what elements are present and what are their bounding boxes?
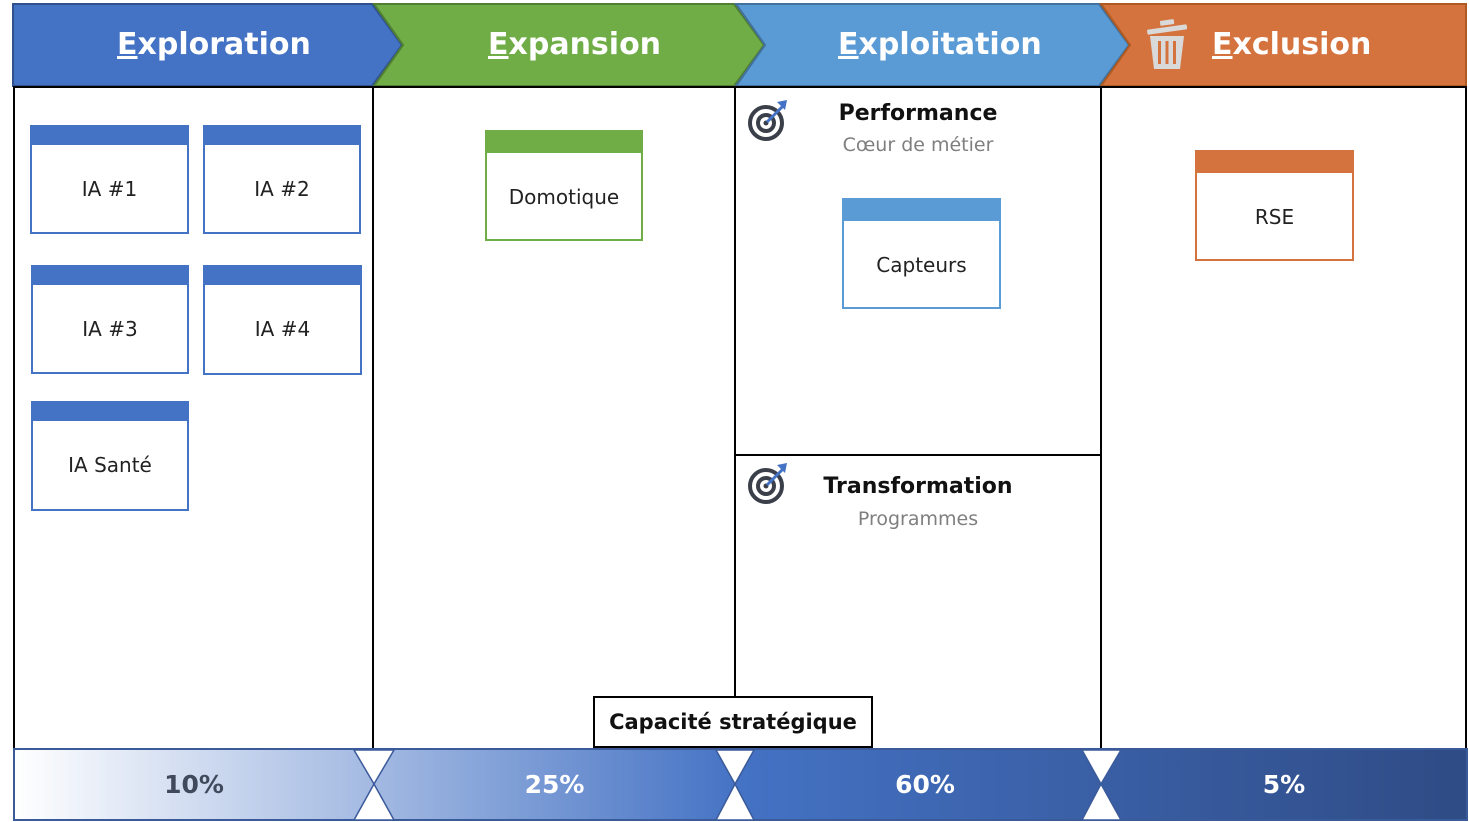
- phase-title-exclusion: Exclusion: [1212, 27, 1372, 62]
- card-label: RSE: [1254, 204, 1295, 229]
- card-ia-3[interactable]: IA #3: [31, 265, 189, 374]
- performance-title: Performance: [838, 101, 998, 126]
- card-ia-1[interactable]: IA #1: [30, 125, 189, 234]
- card-ia-2[interactable]: IA #2: [203, 125, 361, 234]
- card-label: IA Santé: [68, 453, 152, 477]
- capacity-segment-exploitation: 60%: [895, 770, 955, 799]
- card-header-bar: [204, 126, 360, 145]
- card-header-bar: [32, 266, 188, 285]
- card-ia-4[interactable]: IA #4: [203, 265, 362, 375]
- card-label: IA #3: [82, 316, 138, 341]
- capacity-segment-exploration: 10%: [164, 770, 224, 799]
- phase-exploration-chevron[interactable]: [12, 3, 404, 87]
- card-label: Domotique: [508, 184, 620, 209]
- performance-subtitle: Cœur de métier: [842, 134, 994, 156]
- phase-header: [12, 3, 1467, 87]
- card-ia-sante[interactable]: IA Santé: [31, 401, 189, 511]
- target-arrow-icon: [748, 463, 787, 504]
- card-capteurs[interactable]: Capteurs: [842, 198, 1001, 309]
- transformation-subtitle: Programmes: [857, 508, 979, 530]
- card-label: IA #1: [81, 176, 138, 201]
- capacity-divider: [352, 749, 396, 821]
- capacity-bar: [13, 748, 1468, 821]
- capacity-label: Capacité stratégique: [593, 696, 873, 748]
- card-domotique[interactable]: Domotique: [485, 130, 643, 241]
- capacity-segment-expansion: 25%: [524, 770, 585, 799]
- capacity-segment-exclusion: 5%: [1262, 770, 1306, 799]
- card-header-bar: [486, 131, 642, 153]
- card-header-bar: [1196, 151, 1353, 173]
- card-header-bar: [204, 266, 361, 285]
- card-label: Capteurs: [876, 252, 967, 277]
- capacity-divider: [714, 749, 756, 821]
- card-header-bar: [31, 126, 188, 145]
- capacity-divider: [1080, 749, 1123, 821]
- card-label: IA #2: [254, 176, 310, 201]
- card-rse[interactable]: RSE: [1195, 150, 1354, 261]
- phase-title-expansion: Expansion: [488, 27, 662, 62]
- trash-icon: [1147, 19, 1188, 69]
- transformation-title: Transformation: [823, 474, 1013, 499]
- card-header-bar: [32, 402, 188, 421]
- phase-title-exploration: Exploration: [117, 27, 311, 62]
- phase-title-exploitation: Exploitation: [838, 27, 1042, 62]
- target-arrow-icon: [748, 100, 787, 141]
- card-header-bar: [843, 199, 1000, 221]
- card-label: IA #4: [254, 317, 311, 341]
